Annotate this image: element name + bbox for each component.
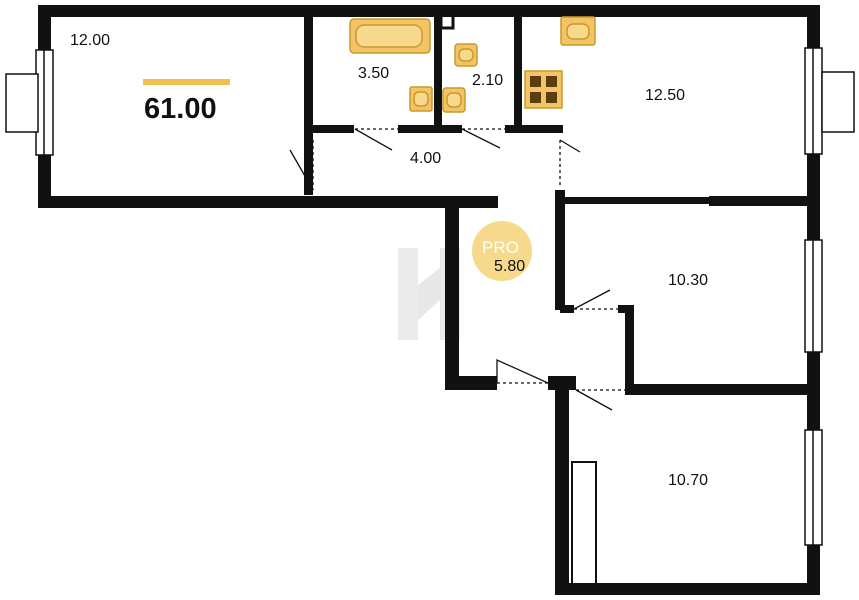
- room-area-bedroom-1: 10.30: [668, 272, 709, 289]
- room-area-living-room: 12.00: [70, 32, 111, 49]
- stove-icon: [524, 70, 563, 109]
- windows: [5, 47, 855, 546]
- room-area-corridor: 4.00: [410, 150, 442, 167]
- room-area-bathroom: 3.50: [358, 65, 390, 82]
- area-accent-bar: [143, 79, 230, 85]
- pro-badge: [472, 221, 532, 281]
- doors: [289, 128, 625, 411]
- room-area-toilet: 2.10: [472, 72, 504, 89]
- total-area: 61.00: [144, 93, 217, 125]
- pro-badge-label: PRO: [482, 238, 519, 257]
- room-area-kitchen: 12.50: [645, 87, 686, 104]
- room-area-bedroom-2: 10.70: [668, 472, 709, 489]
- bathroom-fixtures: [349, 16, 596, 113]
- interior-walls: [304, 12, 820, 587]
- room-area-hall: 5.80: [494, 258, 526, 275]
